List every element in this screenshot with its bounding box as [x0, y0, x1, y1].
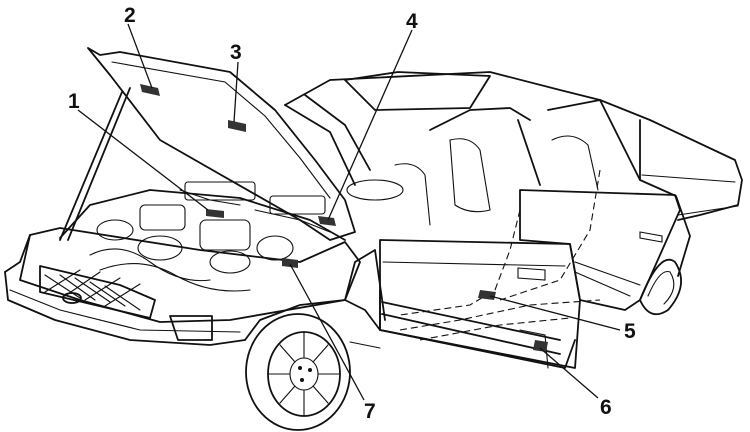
- marker-1: [206, 209, 224, 218]
- rear-door-open: [519, 189, 681, 311]
- callout-2: 2: [124, 4, 136, 27]
- marker-5: [478, 290, 496, 300]
- front-wheel: [245, 313, 351, 431]
- callout-7: 7: [364, 400, 376, 423]
- callout-6: 6: [600, 396, 612, 419]
- hood-open: [87, 47, 356, 241]
- engine-bay: [59, 181, 346, 292]
- leader-3: [233, 61, 239, 123]
- marker-4: [318, 216, 336, 226]
- callout-labels: 1 2 3 4 5 6 7: [68, 4, 636, 423]
- front-fascia: [19, 227, 361, 323]
- leader-lines: [77, 23, 621, 401]
- rear-wheel: [639, 258, 682, 316]
- marker-3: [228, 120, 246, 132]
- callout-5: 5: [624, 320, 636, 343]
- sunroof: [344, 71, 491, 111]
- callout-4: 4: [406, 10, 418, 33]
- label-markers: [140, 84, 548, 352]
- marker-2: [140, 84, 160, 96]
- leader-5: [489, 295, 621, 331]
- front-door-open: [379, 239, 581, 369]
- marker-6: [533, 340, 548, 352]
- rear-deck: [599, 99, 743, 221]
- roof: [284, 71, 601, 106]
- leader-4: [327, 29, 413, 221]
- callout-1: 1: [68, 90, 80, 113]
- car-body: [4, 47, 743, 369]
- rear-quarter: [639, 119, 691, 277]
- leader-1: [77, 109, 209, 211]
- leader-6: [539, 347, 599, 399]
- marker-7: [282, 258, 298, 268]
- callout-3: 3: [230, 41, 242, 64]
- leader-7: [289, 263, 365, 401]
- leader-2: [127, 23, 153, 89]
